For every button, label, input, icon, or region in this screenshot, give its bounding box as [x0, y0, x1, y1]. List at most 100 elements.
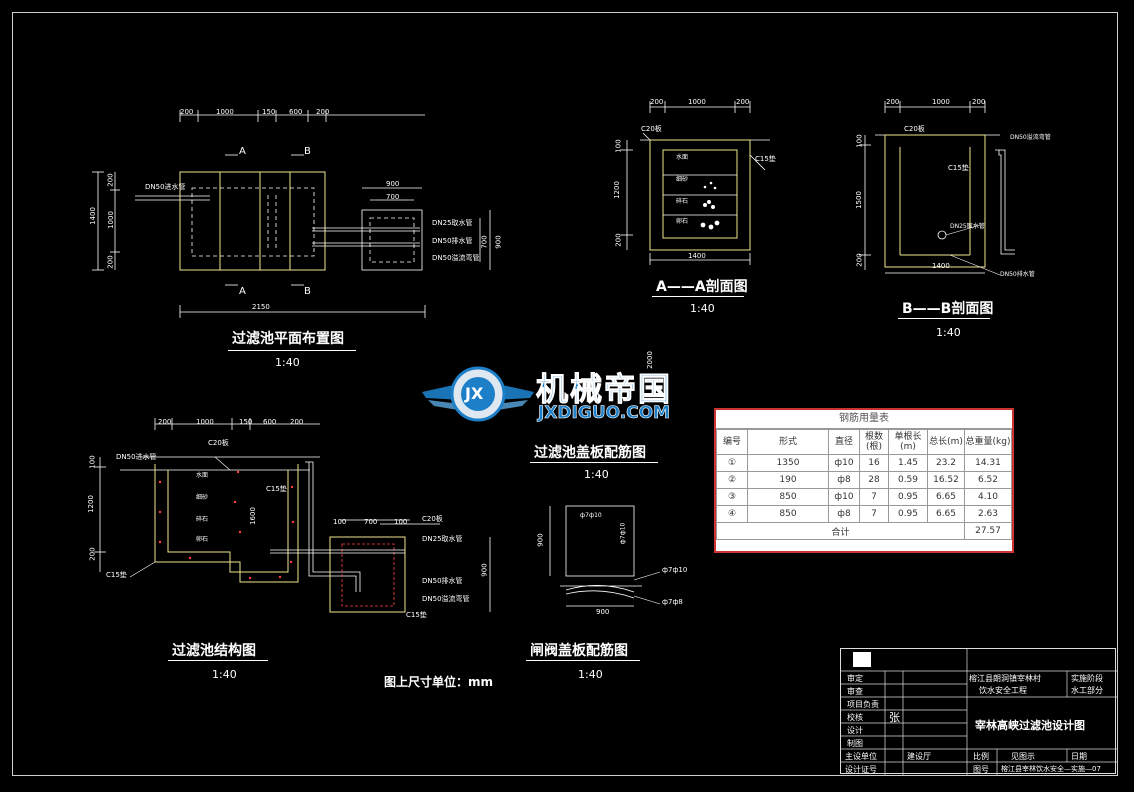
struct-dim-box-3: 100: [394, 518, 408, 526]
cover-side-dim: 2000: [645, 351, 654, 369]
struct-dim-top-4: 600: [263, 418, 277, 426]
title-block-grid: [841, 649, 1117, 775]
table-cell: ф10: [828, 454, 860, 472]
section-aa-view: [621, 101, 770, 265]
plan-view: [92, 110, 491, 318]
cover-title: 过滤池盖板配筋图: [534, 445, 646, 461]
plan-dim-left-3: 200: [106, 255, 115, 269]
number-label: 图号: [973, 765, 989, 774]
stage-hydraulic: 水工部分: [1071, 686, 1103, 695]
aa-layer-sand: 细砂: [676, 176, 689, 183]
plan-dim-bottom: 2150: [252, 303, 270, 311]
struct-layer-gravel: 碎石: [196, 516, 209, 523]
cover-rebar-2: ф7ф10: [619, 522, 627, 545]
aa-dim-bottom: 1400: [688, 252, 706, 260]
plan-outlet-2: DN50排水管: [432, 237, 473, 245]
scale-label: 比例: [973, 752, 989, 761]
aa-dim-top-2: 1000: [688, 98, 706, 106]
plan-scale: 1:40: [275, 356, 300, 369]
bb-dim-left-1: 100: [855, 134, 864, 148]
watermark-emblem-text: JX: [465, 384, 484, 403]
valve-title-underline: [526, 660, 640, 661]
rebar-total-row: 合计 27.57: [716, 522, 1012, 540]
bb-dim-left-3: 200: [855, 253, 864, 267]
rebar-table-grid: 编号 形式 直径 根数(根) 单根长(m) 总长(m) 总重量(kg) ① 13…: [716, 429, 1012, 540]
bb-dim-top-1: 200: [886, 98, 900, 106]
valve-title: 闸阀盖板配筋图: [530, 643, 628, 659]
table-cell: 0.59: [888, 471, 928, 489]
bb-pipe-overflow: DN50溢流弯管: [1010, 134, 1051, 141]
table-cell: 4.10: [964, 488, 1012, 506]
table-cell: 6.65: [927, 488, 965, 506]
struct-dim-left-3: 200: [88, 547, 97, 561]
rebar-total-value: 27.57: [964, 522, 1012, 540]
role-design: 设计: [847, 726, 863, 735]
plan-box-w2: 700: [386, 193, 400, 201]
plan-outlet-3: DN50溢流弯管: [432, 254, 480, 262]
struct-pipe-intake: DN25取水管: [422, 535, 463, 543]
aa-dim-top-3: 200: [736, 98, 750, 106]
plan-box-h2: 700: [480, 235, 489, 249]
aa-title-underline: [652, 296, 744, 297]
plan-dim-top-2: 1000: [216, 108, 234, 116]
rebar-col-count: 根数(根): [859, 429, 889, 455]
rebar-col-weight: 总重量(kg): [964, 429, 1012, 455]
table-cell: ②: [716, 471, 748, 489]
struct-c15-base: C15垫: [106, 571, 127, 579]
plan-box-w1: 900: [386, 180, 400, 188]
table-cell: 14.31: [964, 454, 1012, 472]
aa-dim-left-2: 1200: [612, 181, 621, 199]
struct-dim-right: 900: [480, 563, 489, 577]
table-row: ④ 850 ф8 7 0.95 6.65 2.63: [716, 505, 1012, 523]
cover-dim-left: 900: [536, 533, 545, 547]
bb-pipe-intake: DN25取水管: [950, 223, 985, 230]
rebar-col-total-len: 总长(m): [927, 429, 965, 455]
rebar-col-diameter: 直径: [828, 429, 860, 455]
rebar-table-header-row: 编号 形式 直径 根数(根) 单根长(m) 总长(m) 总重量(kg): [716, 429, 1012, 455]
bb-title-underline: [898, 318, 990, 319]
design-unit: 建设厅: [907, 752, 931, 761]
table-cell: 850: [747, 505, 829, 523]
valve-scale: 1:40: [578, 668, 603, 681]
drawing-border: [12, 12, 1118, 776]
project-name-line2: 饮水安全工程: [979, 686, 1027, 695]
struct-layer-sand: 细砂: [196, 494, 209, 501]
struct-dim-box-2: 700: [364, 518, 378, 526]
struct-c15-box: C15垫: [406, 611, 427, 619]
struct-dim-top-1: 200: [158, 418, 172, 426]
number-value: 榕江县宰林饮水安全—实施—07: [1001, 765, 1101, 773]
aa-scale: 1:40: [690, 302, 715, 315]
rebar-col-id: 编号: [716, 429, 748, 455]
rebar-table-caption: 钢筋用量表: [716, 410, 1012, 429]
role-review: 审查: [847, 687, 863, 696]
struct-c20-box: C20板: [422, 515, 443, 523]
scale-value: 见图示: [1011, 752, 1035, 761]
plan-section-a-bottom: A: [239, 286, 246, 297]
structure-scale: 1:40: [212, 668, 237, 681]
rebar-col-unit-len: 单根长(m): [888, 429, 928, 455]
struct-c20-label: C20板: [208, 439, 229, 447]
bb-dim-bottom: 1400: [932, 262, 950, 270]
drawing-name: 宰林高峡过滤池设计图: [975, 719, 1085, 732]
company-logo: [853, 652, 871, 667]
plan-title-underline: [228, 350, 356, 351]
cover-dim-bottom: 900: [596, 608, 610, 616]
plan-title: 过滤池平面布置图: [232, 331, 344, 347]
structure-title-underline: [168, 660, 268, 661]
table-cell: ф8: [828, 505, 860, 523]
table-cell: 850: [747, 488, 829, 506]
struct-dim-left-1: 100: [88, 455, 97, 469]
struct-pipe-overflow: DN50溢流弯管: [422, 595, 470, 603]
table-cell: 0.95: [888, 505, 928, 523]
role-check: 校核: [847, 713, 863, 722]
table-cell: 16: [859, 454, 889, 472]
table-row: ① 1350 ф10 16 1.45 23.2 14.31: [716, 454, 1012, 472]
table-cell: ④: [716, 505, 748, 523]
table-cell: 0.95: [888, 488, 928, 506]
watermark-cn: 机械帝国: [535, 370, 673, 409]
aa-dim-left-3: 200: [614, 233, 623, 247]
cover-rebar-4: ф7ф8: [662, 598, 683, 606]
role-draft: 制图: [847, 739, 863, 748]
struct-layer-pebble: 卵石: [196, 536, 209, 543]
